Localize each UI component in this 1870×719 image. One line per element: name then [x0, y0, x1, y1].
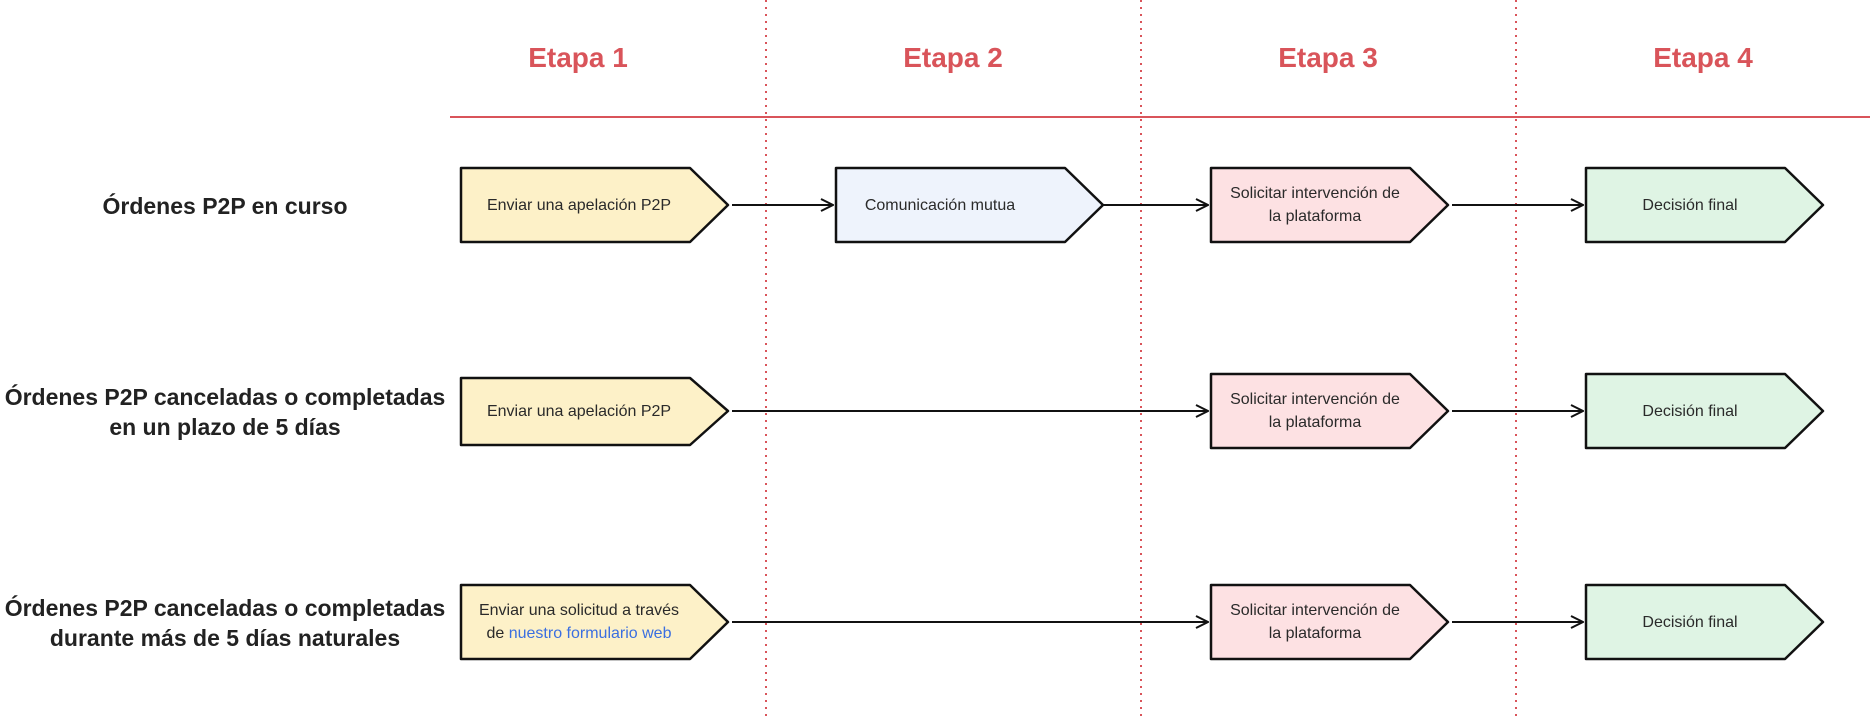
- step-r1-s3: Solicitar intervención de la plataforma: [1211, 168, 1419, 242]
- step-r2-s4: Decisión final: [1586, 374, 1794, 448]
- step-r2-s3: Solicitar intervención de la plataforma: [1211, 374, 1419, 448]
- step-r2-s3-line-1: Solicitar intervención de: [1230, 391, 1400, 408]
- step-r3-s4: Decisión final: [1586, 585, 1794, 659]
- row-label-ongoing: Órdenes P2P en curso: [0, 191, 450, 221]
- step-r3-s4-line-1: Decisión final: [1642, 613, 1738, 631]
- step-r1-s2: Comunicación mutua: [836, 168, 1044, 242]
- step-r2-s3-line-2: la plataforma: [1268, 414, 1362, 431]
- step-shape-r3-s1: [459, 583, 730, 661]
- step-r1-s3-line-2: la plataforma: [1268, 208, 1362, 225]
- step-r3-s3: Solicitar intervención de la plataforma: [1211, 585, 1419, 659]
- step-r1-s4-line-1: Decisión final: [1642, 196, 1738, 214]
- step-r1-s4: Decisión final: [1586, 168, 1794, 242]
- step-r1-s1: Enviar una apelación P2P: [461, 168, 697, 242]
- step-shape-r3-s4: [1584, 583, 1825, 661]
- step-r3-s1-line-1: Enviar una solicitud a través: [478, 602, 680, 619]
- stage-title-2: Etapa 2: [903, 42, 1003, 73]
- step-r1-s3-line-1: Solicitar intervención de: [1230, 185, 1400, 202]
- row-label-within-5-days: Órdenes P2P canceladas o completadas en …: [0, 382, 450, 442]
- step-shape-r1-s2-body: [834, 166, 1105, 244]
- step-shape-r3-s3: [1209, 583, 1450, 661]
- stage-title-4: Etapa 4: [1653, 42, 1753, 73]
- row-label-over-5-days: Órdenes P2P canceladas o completadas dur…: [0, 593, 450, 653]
- step-r3-s3-line-2: la plataforma: [1268, 625, 1362, 642]
- step-shape-r1-s3: [1209, 166, 1450, 244]
- web-form-link[interactable]: nuestro formulario web: [508, 625, 672, 642]
- step-r2-s4-line-1: Decisión final: [1642, 402, 1738, 420]
- step-r1-s1-line-1: Enviar una apelación P2P: [486, 196, 672, 214]
- row-label-within-5-days-line-1: Órdenes P2P canceladas o completadas: [4, 384, 446, 410]
- stage-title-3: Etapa 3: [1278, 42, 1378, 73]
- step-r3-s3-line-1: Solicitar intervención de: [1230, 602, 1400, 619]
- step-shape-r2-s4: [1584, 372, 1825, 450]
- row-label-over-5-days-line-1: Órdenes P2P canceladas o completadas: [4, 595, 446, 621]
- step-shape-r2-s3: [1209, 372, 1450, 450]
- row-label-over-5-days-line-2: durante más de 5 días naturales: [49, 625, 401, 651]
- step-shape-r2-s1: [459, 376, 730, 447]
- step-r1-s2-line-1: Comunicación mutua: [864, 196, 1016, 214]
- step-r3-s1-line-2: de nuestro formulario web: [479, 622, 679, 645]
- step-r3-s1: Enviar una solicitud a través de nuestro…: [461, 585, 697, 659]
- step-r2-s1: Enviar una apelación P2P: [461, 374, 697, 448]
- row-label-ongoing-line-1: Órdenes P2P en curso: [102, 193, 348, 219]
- step-r2-s1-line-1: Enviar una apelación P2P: [486, 402, 672, 420]
- step-r3-s1-line-2-prefix: de: [486, 625, 509, 642]
- step-shape-r1-s1: [459, 166, 730, 244]
- stage-title-1: Etapa 1: [528, 42, 628, 73]
- row-label-within-5-days-line-2: en un plazo de 5 días: [109, 414, 341, 440]
- step-shape-r1-s4: [1584, 166, 1825, 244]
